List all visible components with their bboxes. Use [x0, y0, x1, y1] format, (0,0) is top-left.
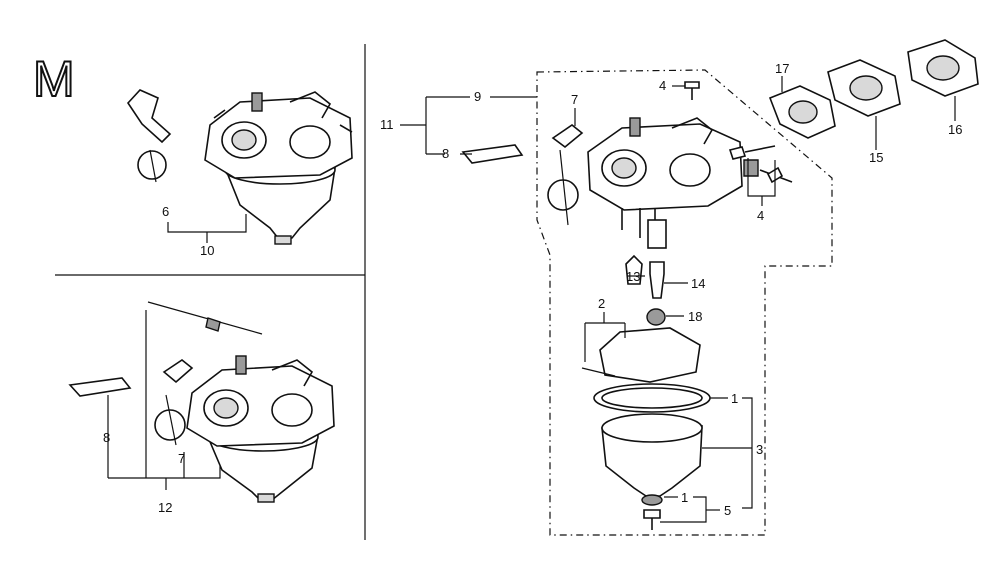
callout-10: 10	[200, 243, 214, 258]
callout-11: 11	[380, 117, 394, 132]
callout-17: 17	[775, 61, 789, 76]
callout-6: 6	[162, 204, 169, 219]
callout-1-lower: 1	[681, 490, 688, 505]
callout-18: 18	[688, 309, 702, 324]
callout-8-right: 8	[442, 146, 449, 161]
callout-8-left: 8	[103, 430, 110, 445]
section-letter: M	[33, 51, 75, 107]
callout-5: 5	[724, 503, 731, 518]
carburetor-assembly-bottom-left	[68, 301, 335, 503]
callout-16: 16	[948, 122, 962, 137]
callout-4-right: 4	[757, 208, 764, 223]
callout-9: 9	[474, 89, 481, 104]
callout-2: 2	[598, 296, 605, 311]
leader-lines	[108, 76, 956, 523]
callout-labels: 6 10 8 7 12 11 9 8 7 4 4 17 15 16 2 13 1…	[103, 61, 962, 518]
callout-7-right: 7	[571, 92, 578, 107]
callout-15: 15	[869, 150, 883, 165]
callout-13: 13	[626, 269, 640, 284]
callout-7-left: 7	[178, 451, 185, 466]
callout-12: 12	[158, 500, 172, 515]
callout-1-upper: 1	[731, 391, 738, 406]
callout-3: 3	[756, 442, 763, 457]
carburetor-assembly-top-left	[126, 89, 353, 245]
callout-14: 14	[691, 276, 705, 291]
callout-4-top: 4	[659, 78, 666, 93]
panel-dividers	[55, 44, 366, 540]
carburetor-exploded-right	[461, 39, 979, 536]
